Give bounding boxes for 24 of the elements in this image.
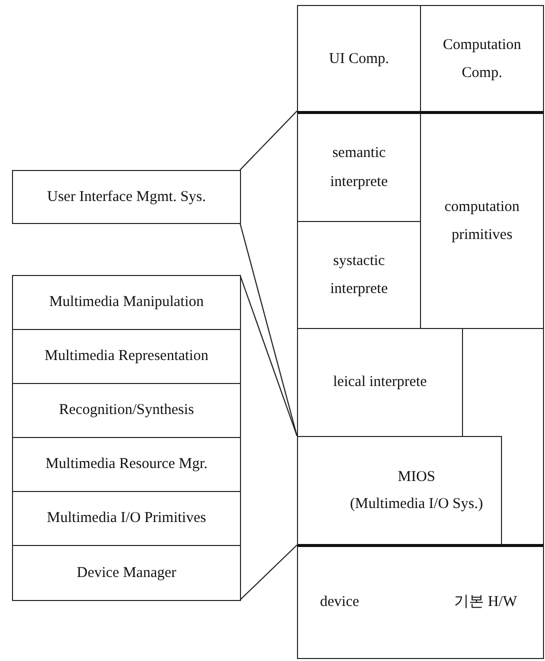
layer-label: MIOS [398,468,436,487]
layer-label: leical interprete [333,373,427,392]
layer-label: 기본 H/W [454,593,517,612]
layer-label: computation primitives [444,198,520,245]
layer-label: Recognition/Synthesis [59,401,194,420]
layer-label: Multimedia I/O Primitives [46,509,206,528]
layer-label: UI Comp. [329,50,389,69]
layer-box [420,111,544,329]
leader-line [239,222,298,436]
layer-label: Device Manager [76,564,176,583]
layer-label: Multimedia Manipulation [49,293,204,312]
layer-label: device [320,593,360,612]
leader-line [240,110,298,170]
layer-stack-frame [297,5,544,659]
leader-line [239,274,298,436]
layer-box [12,170,241,224]
layer-label: semantic interprete [329,144,389,192]
layer-label: Multimedia Representation [44,347,208,366]
layer-label: User Interface Mgmt. Sys. [47,188,206,207]
leader-line [240,544,298,600]
layer-label: (Multimedia I/O Sys.) [350,495,483,514]
layer-label: systactic interprete [329,252,389,299]
layer-label: Computation Comp. [442,36,522,83]
layer-label: Multimedia Resource Mgr. [45,455,208,474]
